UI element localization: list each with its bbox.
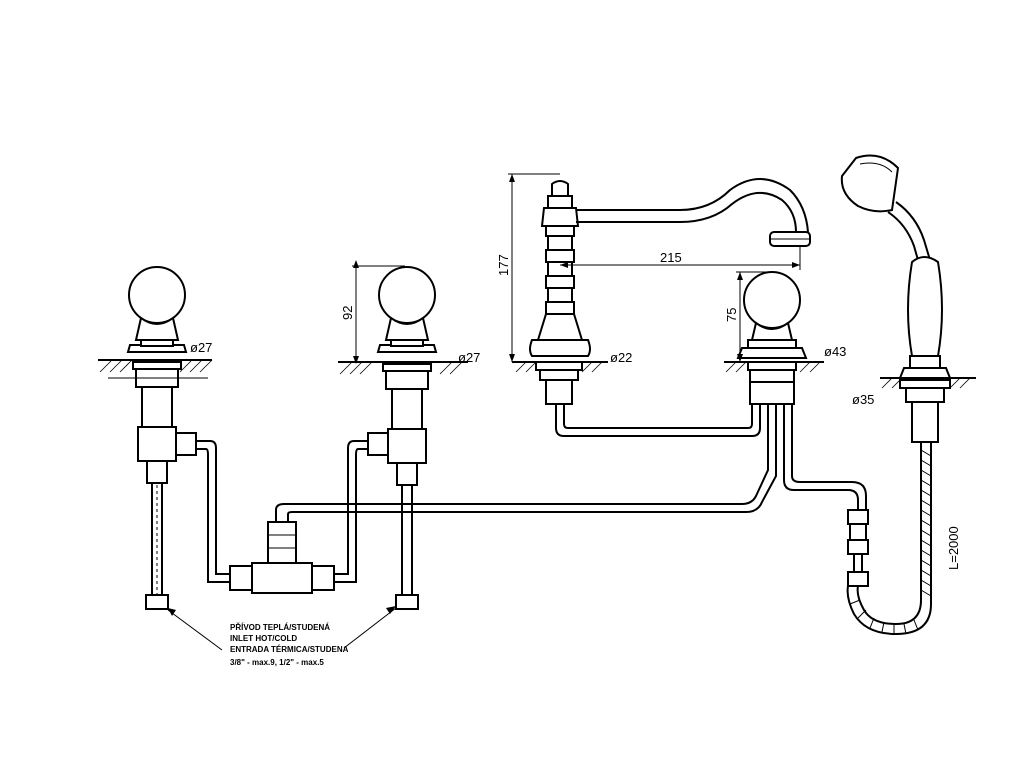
dim-d27-left: ø27 <box>190 340 212 355</box>
spout <box>508 173 811 437</box>
diverter <box>724 271 869 587</box>
dimension-labels: ø27 92 ø27 177 215 ø22 75 ø43 ø35 L=2000 <box>190 250 961 570</box>
left-valve <box>98 266 230 610</box>
t-connector <box>229 405 777 594</box>
dim-h177: 177 <box>496 254 511 276</box>
middle-valve <box>334 260 468 610</box>
inlet-note-line-1: PŘÍVOD TEPLÁ/STUDENÁ <box>230 623 330 632</box>
dim-d35: ø35 <box>852 392 874 407</box>
dim-hose-length: L=2000 <box>946 526 961 570</box>
dim-h75: 75 <box>724 308 739 322</box>
dim-d43: ø43 <box>824 344 846 359</box>
inlet-note-line-4: 3/8" - max.9, 1/2" - max.5 <box>230 658 324 667</box>
inlet-note-line-3: ENTRADA TÉRMICA/STUDENA <box>230 645 349 654</box>
dim-d27-mid: ø27 <box>458 350 480 365</box>
dim-w215: 215 <box>660 250 682 265</box>
inlet-note: PŘÍVOD TEPLÁ/STUDENÁ INLET HOT/COLD ENTR… <box>167 606 397 667</box>
dim-d22: ø22 <box>610 350 632 365</box>
hand-shower <box>840 154 976 636</box>
dim-h92: 92 <box>340 306 355 320</box>
inlet-note-line-2: INLET HOT/COLD <box>230 634 297 643</box>
